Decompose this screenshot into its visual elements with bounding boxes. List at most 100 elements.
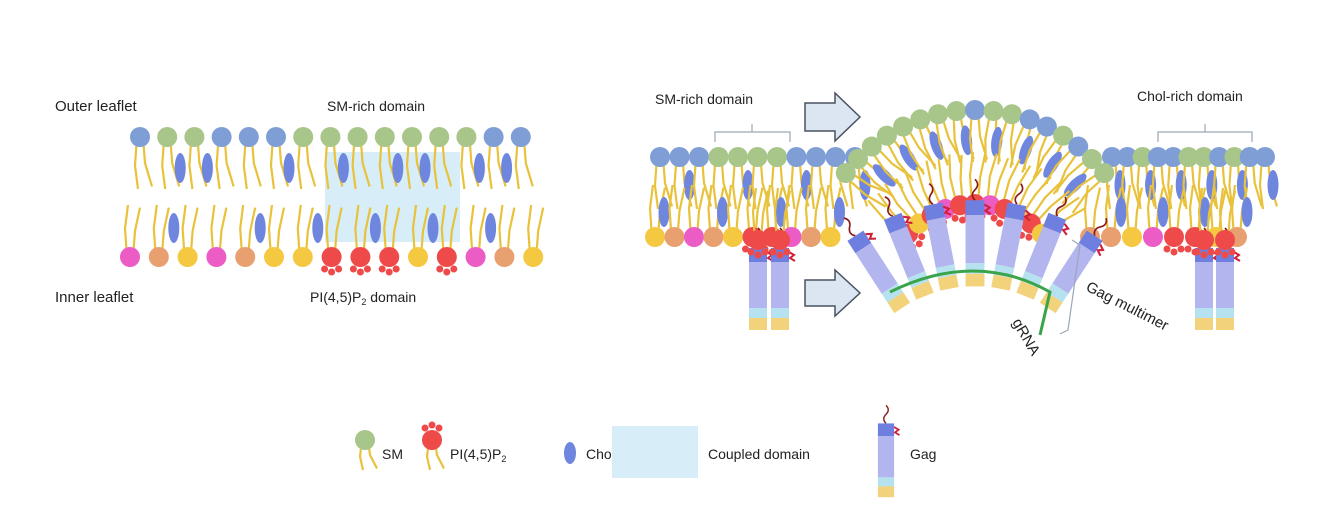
- phosphate-dot: [428, 421, 436, 429]
- lipid-tail: [1151, 156, 1157, 210]
- lipid-head: [835, 163, 856, 184]
- lipid-tail: [527, 204, 533, 258]
- lipid: [1178, 147, 1202, 210]
- lipid-head: [708, 147, 729, 167]
- phosphate-dot: [1207, 248, 1215, 256]
- phosphate-dot: [1163, 245, 1171, 253]
- pip2-lipid: [747, 187, 770, 259]
- lipid: [801, 184, 823, 247]
- lipid-tail: [433, 136, 439, 190]
- lipid-tail: [934, 114, 949, 166]
- gag-p6-domain: [877, 486, 895, 498]
- lipid-head: [1102, 147, 1122, 167]
- lipid-head: [494, 247, 515, 267]
- gag-protein: [923, 183, 959, 291]
- lipid-head: [1194, 230, 1214, 250]
- lipid-head: [206, 247, 227, 267]
- lipid-tail: [790, 156, 796, 210]
- lipid-head: [350, 247, 371, 267]
- phosphate-dot: [1221, 251, 1229, 259]
- lipid-head: [422, 430, 442, 450]
- lipid-head: [848, 149, 869, 170]
- gag-ma-domain: [877, 423, 895, 436]
- sm-rich-domain-label: SM-rich domain: [327, 98, 425, 114]
- lipid-head: [1081, 149, 1102, 170]
- gag-hbr: [766, 251, 774, 262]
- cholesterol: [427, 213, 439, 243]
- lipid-head: [510, 127, 531, 147]
- lipid-tail: [770, 156, 777, 210]
- lipid: [806, 147, 830, 210]
- lipid: [355, 430, 378, 471]
- lipid-tail: [707, 184, 713, 238]
- gag-nc-domain: [965, 263, 985, 274]
- lipid-tail: [804, 184, 811, 238]
- phosphate-dot: [915, 240, 923, 248]
- lipid-tail: [1167, 184, 1174, 238]
- gag-p6-domain: [965, 273, 985, 287]
- phosphate-dot: [783, 248, 791, 256]
- lipid-tail: [297, 136, 303, 190]
- lipid-tail: [215, 136, 221, 190]
- sm-rich-bracket: [714, 124, 791, 142]
- lipid-tail: [354, 204, 360, 258]
- lipid-head: [293, 127, 314, 147]
- gag-hbr: [983, 203, 992, 215]
- lipid: [206, 204, 228, 267]
- phosphate-dot: [747, 248, 755, 256]
- lipid-head: [1147, 147, 1168, 167]
- lipid-head: [983, 101, 1004, 122]
- lipid-tail: [460, 136, 466, 190]
- lipid-head: [1143, 227, 1163, 247]
- gag-ca-domain: [877, 436, 895, 478]
- legend-coupled-domain-swatch: [612, 426, 698, 478]
- lipid-tail: [411, 204, 418, 258]
- lipid: [510, 127, 534, 190]
- lipid-tail: [514, 136, 520, 190]
- cholesterol: [929, 131, 944, 160]
- phosphate-dot: [392, 265, 400, 273]
- lipid-tail: [952, 111, 962, 164]
- phosphate-dot: [1025, 233, 1033, 241]
- lipid-head: [801, 227, 821, 247]
- phosphate-dot: [321, 265, 329, 273]
- lipid-tail: [731, 156, 738, 210]
- pip2-lipid: [321, 204, 343, 276]
- cholesterol: [801, 170, 812, 200]
- cholesterol: [473, 153, 485, 183]
- cholesterol: [1157, 197, 1169, 227]
- lipid-tail: [899, 127, 926, 175]
- phosphate-dot: [761, 248, 769, 256]
- lipid-tail: [824, 184, 830, 238]
- lipid-head: [965, 100, 985, 120]
- lipid-head: [1053, 125, 1074, 146]
- lipid-tail: [378, 136, 384, 190]
- gag-protein: [965, 178, 992, 287]
- lipid-tail: [1197, 187, 1204, 241]
- cholesterol: [872, 164, 896, 187]
- gag-p6-domain: [771, 318, 789, 330]
- lipid-tail: [181, 204, 187, 258]
- lipid-head: [379, 247, 400, 267]
- phosphate-dot: [421, 424, 429, 432]
- lipid-tail: [653, 156, 660, 210]
- left-bilayer: [120, 127, 545, 276]
- cholesterol: [501, 153, 513, 183]
- lipid: [177, 204, 199, 267]
- lipid-tail: [746, 184, 752, 238]
- lipid-head: [374, 127, 395, 147]
- lipid-tail: [985, 153, 998, 205]
- lipid-tail: [469, 204, 475, 258]
- gag-hbr: [865, 232, 877, 240]
- gag-p6-domain: [887, 292, 911, 314]
- pip2-domain-prefix: PI(4,5)P: [310, 289, 361, 305]
- legend-pip2-prefix: PI(4,5)P: [450, 446, 501, 462]
- lipid: [429, 127, 453, 190]
- cholesterol: [174, 153, 186, 183]
- lipid-head: [184, 127, 205, 147]
- lipid-tail: [239, 204, 245, 258]
- lipid: [1122, 184, 1144, 247]
- cholesterol: [658, 197, 670, 227]
